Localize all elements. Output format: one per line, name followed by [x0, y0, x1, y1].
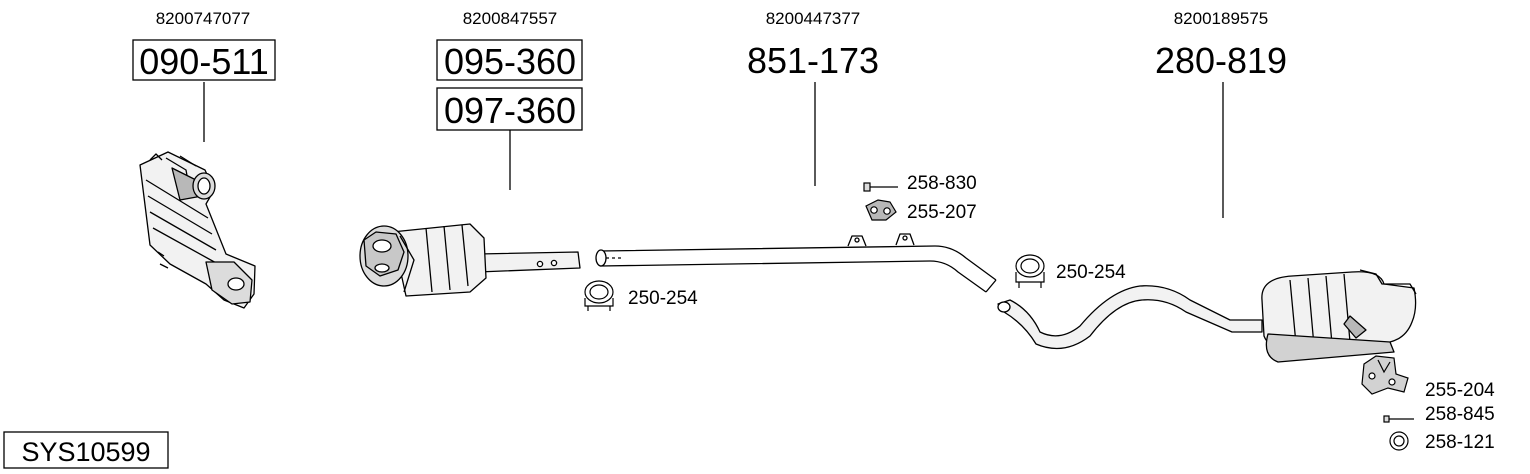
system-code-box [3, 431, 169, 469]
rubber-mount-icon [865, 199, 897, 221]
part-number-particulate-filter-alt[interactable]: 097-360 [444, 90, 576, 131]
catalytic-converter-drawing [139, 151, 256, 309]
middle-pipe-drawing [595, 233, 997, 293]
particulate-filter-drawing [359, 223, 581, 297]
small-part-label: 258-845 [1425, 404, 1495, 425]
clamp-icon [1015, 254, 1045, 288]
small-part-255-204[interactable]: 255-204 [1361, 355, 1495, 401]
clamp-icon [584, 280, 614, 311]
part-number-box [436, 39, 583, 81]
small-part-258-845[interactable]: 258-845 [1383, 404, 1495, 425]
small-part-label: 255-207 [907, 202, 977, 223]
small-part-250-254-rear[interactable]: 250-254 [1015, 254, 1126, 288]
part-number-box [132, 39, 276, 81]
oem-number-particulate-filter: 8200847557 [463, 9, 558, 28]
rear-silencer-drawing [997, 269, 1417, 363]
ring-gasket-icon [1389, 431, 1409, 451]
small-part-250-254-front[interactable]: 250-254 [584, 280, 698, 311]
assembly-middle-pipe: 8200447377 851-173 [595, 9, 997, 293]
assembly-particulate-filter: 8200847557 095-360 097-360 [359, 9, 583, 297]
part-number-particulate-filter[interactable]: 095-360 [444, 41, 576, 82]
part-number-middle-pipe[interactable]: 851-173 [747, 40, 879, 81]
system-code: SYS10599 [21, 437, 150, 467]
part-number-catalytic-converter[interactable]: 090-511 [139, 41, 268, 82]
small-part-label: 250-254 [628, 288, 698, 309]
small-part-label: 258-830 [907, 173, 977, 194]
small-part-label: 255-204 [1425, 380, 1495, 401]
system-code-badge: SYS10599 [3, 431, 169, 469]
small-part-label: 258-121 [1425, 432, 1495, 453]
bolt-icon [1383, 415, 1414, 423]
assembly-catalytic-converter: 8200747077 090-511 [132, 9, 276, 309]
small-part-label: 250-254 [1056, 262, 1126, 283]
small-part-258-830[interactable]: 258-830 [863, 173, 977, 194]
small-part-255-207[interactable]: 255-207 [865, 199, 977, 223]
assembly-rear-silencer: 8200189575 280-819 [997, 9, 1417, 363]
small-part-258-121[interactable]: 258-121 [1389, 431, 1495, 453]
oem-number-catalytic-converter: 8200747077 [156, 9, 251, 28]
oem-number-middle-pipe: 8200447377 [766, 9, 861, 28]
bracket-icon [1361, 355, 1409, 395]
bolt-icon [863, 182, 898, 192]
oem-number-rear-silencer: 8200189575 [1174, 9, 1269, 28]
part-number-rear-silencer[interactable]: 280-819 [1155, 40, 1287, 81]
